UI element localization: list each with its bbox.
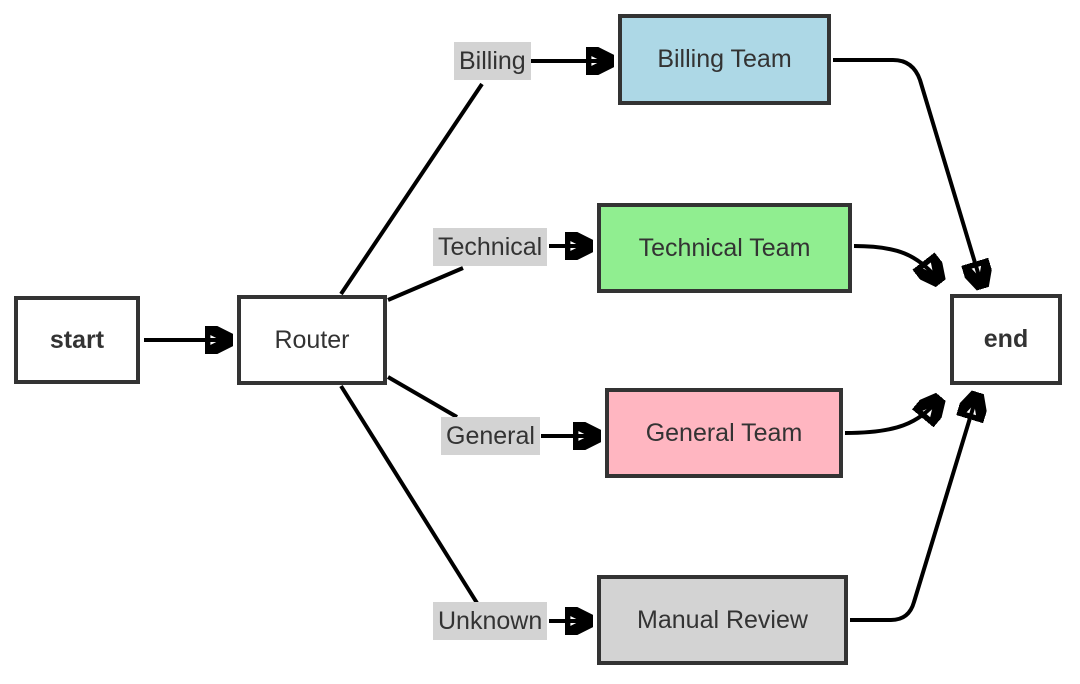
edge-label-billing: Billing bbox=[454, 42, 531, 80]
edge-label-unknown: Unknown bbox=[433, 602, 548, 640]
node-router-label: Router bbox=[274, 325, 350, 354]
edge-label-technical: Technical bbox=[433, 228, 548, 266]
node-start-label: start bbox=[49, 325, 105, 354]
node-billing-team-label: Billing Team bbox=[657, 45, 792, 73]
node-manual-review[interactable]: Manual Review bbox=[597, 575, 848, 665]
node-end[interactable]: end bbox=[950, 294, 1062, 385]
node-general-team-label: General Team bbox=[645, 418, 803, 447]
node-start[interactable]: start bbox=[14, 296, 140, 384]
edge-router-to-technical-label bbox=[387, 266, 464, 302]
node-billing-team[interactable]: Billing Team bbox=[618, 14, 831, 105]
node-general-team[interactable]: General Team bbox=[605, 388, 843, 478]
edge-label-general: General bbox=[441, 417, 540, 455]
edge-manual-review-to-end bbox=[850, 395, 977, 622]
edge-billing-team-to-end bbox=[833, 58, 982, 286]
node-technical-team-label: Technical Team bbox=[638, 233, 811, 262]
node-end-label: end bbox=[983, 325, 1029, 353]
edge-technical-team-to-end bbox=[853, 244, 939, 281]
node-manual-review-label: Manual Review bbox=[637, 605, 808, 634]
edge-router-to-unknown-label bbox=[339, 384, 479, 605]
edge-router-to-general-label bbox=[386, 375, 459, 419]
edge-router-to-billing-label bbox=[339, 82, 484, 296]
node-technical-team[interactable]: Technical Team bbox=[597, 203, 852, 293]
node-router[interactable]: Router bbox=[237, 295, 387, 385]
edge-general-team-to-end bbox=[844, 399, 939, 435]
